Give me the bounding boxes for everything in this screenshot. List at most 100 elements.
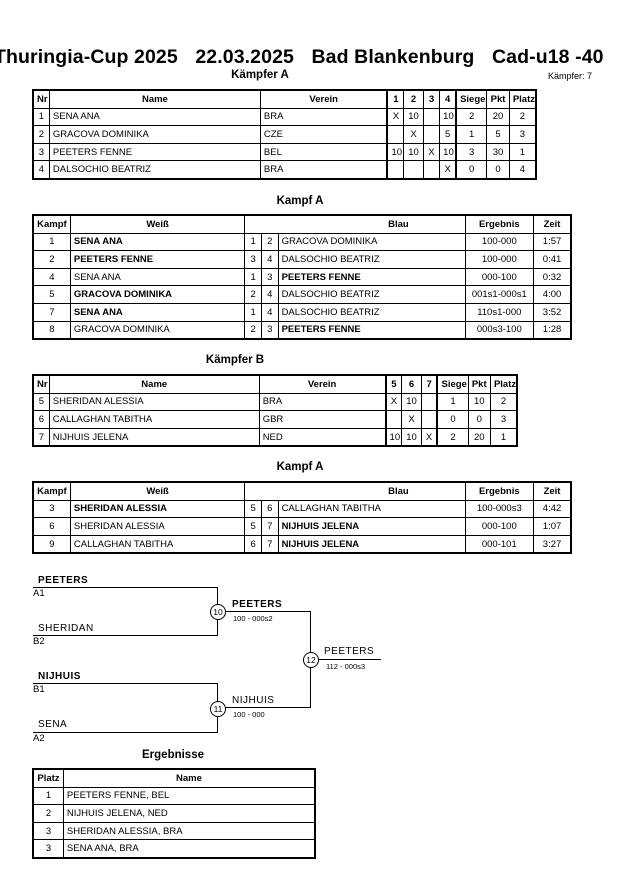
bracket-bot2-seed: A2 (33, 733, 45, 744)
blue-fighter: PEETERS FENNE (277, 320, 466, 340)
pool-a-caption: Kämpfer A (231, 69, 289, 81)
fight-time: 1:28 (533, 320, 572, 340)
col-header: Weiß (69, 481, 246, 501)
athlete: SENA ANA, BRA (62, 839, 316, 859)
place: 1 (32, 786, 64, 806)
fight-number: 9 (32, 534, 71, 554)
athlete: NIJHUIS JELENA, NED (62, 804, 316, 823)
col-header: 6 (401, 374, 422, 394)
bracket-top2-seed: B2 (33, 636, 45, 647)
col-header: Blau (244, 214, 466, 234)
bracket-top1-seed: A1 (33, 588, 45, 599)
fights-a-caption: Kampf A (276, 195, 324, 207)
col-header: Pkt (467, 374, 491, 394)
table-cell: 0 (455, 160, 488, 180)
fight-number: 8 (32, 320, 71, 340)
table-cell: 7 (32, 427, 50, 447)
place: 3 (32, 821, 64, 841)
table-cell (386, 160, 405, 180)
table-cell: NED (258, 427, 387, 447)
bracket-final-score: 112 - 000s3 (326, 662, 366, 671)
col-header: Siege (436, 374, 469, 394)
table-cell: 10 (386, 142, 405, 162)
col-header: Name (62, 768, 316, 788)
table-cell: 1 (489, 427, 518, 447)
table-cell: 5 (32, 392, 50, 412)
bracket-semi1-score: 100 - 000s2 (233, 614, 273, 623)
athlete: SHERIDAN ALESSIA, BRA (62, 821, 316, 841)
col-header: Platz (32, 768, 64, 788)
page-title: Thuringia-Cup 2025 22.03.2025 Bad Blanke… (0, 46, 630, 69)
table-cell: 3 (32, 142, 50, 162)
bracket-fight-12: 12 (303, 652, 319, 668)
event-category: Cad-u18 -40 (491, 46, 604, 68)
bracket-semi2-score: 100 - 000 (233, 710, 265, 719)
athlete: PEETERS FENNE, BEL (62, 786, 316, 806)
col-header: Siege (455, 89, 488, 109)
table-cell: NIJHUIS JELENA (48, 427, 260, 447)
col-header: Zeit (533, 214, 572, 234)
col-header: 1 (386, 89, 405, 109)
table-cell: 20 (467, 427, 491, 447)
white-fighter: GRACOVA DOMINIKA (69, 320, 246, 340)
bracket-final-winner: PEETERS (324, 646, 375, 657)
fight-time: 3:27 (533, 534, 572, 554)
table-cell: 10 (401, 392, 422, 412)
bracket-semi1-winner: PEETERS (232, 599, 283, 610)
pool-b-caption: Kämpfer B (205, 354, 265, 366)
event-name: Thuringia-Cup 2025 (0, 46, 178, 68)
table-cell: 4 (32, 160, 50, 180)
col-header: Kampf (32, 481, 71, 501)
bracket-bot1-seed: B1 (33, 684, 45, 695)
col-header: Name (48, 374, 260, 394)
table-cell: 1 (455, 125, 488, 144)
bracket-fight-11: 11 (210, 701, 226, 717)
col-header: Verein (258, 374, 387, 394)
col-header: Name (48, 89, 261, 109)
fights-b-caption: Kampf A (276, 461, 324, 473)
event-place: Bad Blankenburg (311, 46, 475, 68)
event-date: 22.03.2025 (195, 46, 294, 68)
col-header: Nr (32, 89, 50, 109)
white-fighter: CALLAGHAN TABITHA (69, 534, 246, 554)
bracket-fight-10: 10 (210, 604, 226, 620)
fight-result: 000-101 (464, 534, 535, 554)
col-header: Kampf (32, 214, 71, 234)
place: 3 (32, 839, 64, 859)
col-header: Blau (244, 481, 466, 501)
col-header: Nr (32, 374, 50, 394)
table-cell: 1 (32, 107, 50, 127)
bracket-semi2-winner: NIJHUIS (232, 695, 275, 706)
col-header: Platz (508, 89, 537, 109)
bracket-top2-name: SHERIDAN (38, 623, 94, 634)
col-header: 2 (403, 89, 424, 109)
table-cell: 10 (467, 392, 491, 412)
bracket-bot1-name: NIJHUIS (38, 671, 81, 682)
table-cell: 10 (401, 427, 422, 447)
results-caption: Ergebnisse (142, 749, 204, 761)
fighters-count: Kämpfer: 7 (548, 71, 593, 81)
table-cell: 4 (508, 160, 537, 180)
